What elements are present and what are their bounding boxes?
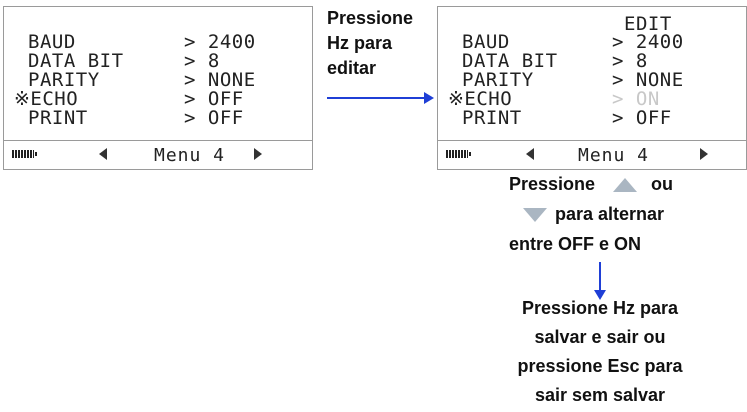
step1-line1: Pressione <box>327 8 414 28</box>
battery-icon <box>446 150 471 158</box>
menu-right-arrow-icon <box>700 148 708 160</box>
row-label-baud: BAUD <box>462 31 510 53</box>
step3-line2: salvar e sair ou <box>534 327 666 347</box>
row-label-echo: ※ECHO <box>448 88 513 110</box>
edit-header: EDIT <box>624 13 672 35</box>
step3-caption: Pressione Hz para salvar e sair ou press… <box>490 294 710 410</box>
menu-label: Menu 4 <box>154 145 226 166</box>
row-label-print: PRINT <box>462 107 522 129</box>
step2-line2: para alternar <box>509 202 709 227</box>
row-value-print: > OFF <box>184 107 244 129</box>
row-value-parity: > NONE <box>184 69 256 91</box>
step1-line3: editar <box>327 58 377 78</box>
row-label-parity: PARITY <box>28 69 100 91</box>
step1-arrow-head-icon <box>424 92 434 104</box>
row-value-baud: > 2400 <box>612 31 684 53</box>
row-label-parity: PARITY <box>462 69 534 91</box>
menu-left-arrow-icon <box>99 148 107 160</box>
step1-caption: Pressione Hz para editar <box>327 6 413 81</box>
row-value-baud: > 2400 <box>184 31 256 53</box>
row-value-echo: > OFF <box>184 88 244 110</box>
step3-line1: Pressione Hz para <box>521 298 679 318</box>
step3-line4: sair sem salvar <box>534 385 666 405</box>
row-value-data-bit: > 8 <box>612 50 648 72</box>
lcd-screen-edit: EDIT BAUD > 2400 DATA BIT > 8 PARITY > N… <box>437 6 747 170</box>
step2-arrow-line <box>599 262 601 292</box>
menu-left-arrow-icon <box>526 148 534 160</box>
row-label-baud: BAUD <box>28 31 76 53</box>
step1-line2: Hz para <box>327 33 393 53</box>
battery-icon <box>12 150 37 158</box>
step1-arrow-line <box>327 97 425 99</box>
step2-line1-text: Pressione <box>509 174 596 194</box>
row-value-data-bit: > 8 <box>184 50 220 72</box>
step2-line2-text: para alternar <box>555 204 665 224</box>
lcd-status-bar: Menu 4 <box>438 140 746 169</box>
step2-line3: entre OFF e ON <box>509 234 642 254</box>
step2-line1: Pressione ou <box>509 172 709 197</box>
step2-caption: Pressione ou para alternar entre OFF e ON <box>509 172 709 257</box>
row-value-print: > OFF <box>612 107 672 129</box>
up-arrow-key-icon <box>613 178 638 193</box>
row-label-data-bit: DATA BIT <box>28 50 124 72</box>
row-value-echo-editing: > ON <box>612 88 660 110</box>
row-label-echo: ※ECHO <box>14 88 79 110</box>
row-value-parity: > NONE <box>612 69 684 91</box>
row-label-data-bit: DATA BIT <box>462 50 558 72</box>
lcd-status-bar: Menu 4 <box>4 140 312 169</box>
step2-arrow-head-icon <box>594 290 606 300</box>
step2-line1-or: ou <box>651 174 674 194</box>
step3-line3: pressione Esc para <box>517 356 683 376</box>
lcd-screen-before: BAUD > 2400 DATA BIT > 8 PARITY > NONE ※… <box>3 6 313 170</box>
menu-label: Menu 4 <box>578 145 650 166</box>
row-label-print: PRINT <box>28 107 88 129</box>
down-arrow-key-icon <box>523 208 547 223</box>
menu-right-arrow-icon <box>254 148 262 160</box>
